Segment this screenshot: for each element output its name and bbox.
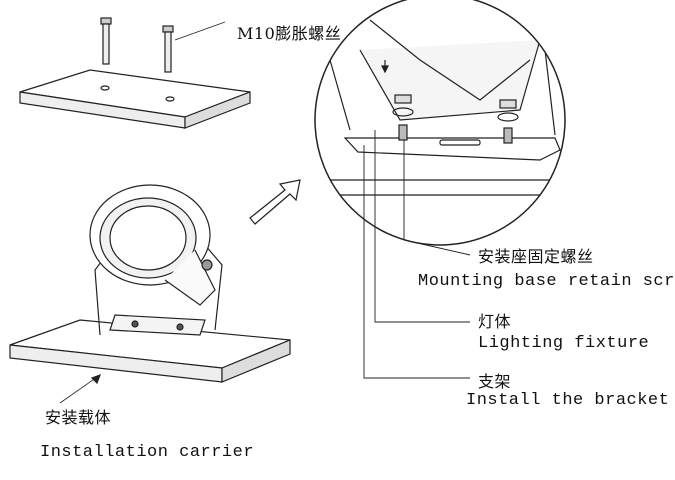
carrier-label-en: Installation carrier xyxy=(40,443,255,462)
carrier-label-cn: 安装载体 xyxy=(45,408,112,427)
leader-lines xyxy=(363,130,471,379)
bracket-label-en: Install the bracket xyxy=(466,391,670,410)
fixture-label-en: Lighting fixture xyxy=(478,334,650,353)
mount-screw-label-cn: 安装座固定螺丝 xyxy=(478,247,594,266)
anchor-bolt-label: M10膨胀螺丝 xyxy=(237,24,342,43)
mount-screw-label-en: Mounting base retain screw xyxy=(418,272,675,291)
lighting-fixture xyxy=(89,184,223,336)
arrow-icon xyxy=(249,179,301,225)
mounting-plate xyxy=(19,69,251,129)
bracket-label-cn: 支架 xyxy=(478,372,512,391)
fixture-label-cn: 灯体 xyxy=(478,312,512,331)
detail-view xyxy=(314,0,566,246)
installation-carrier xyxy=(9,319,291,404)
anchor-bolts xyxy=(100,17,226,73)
